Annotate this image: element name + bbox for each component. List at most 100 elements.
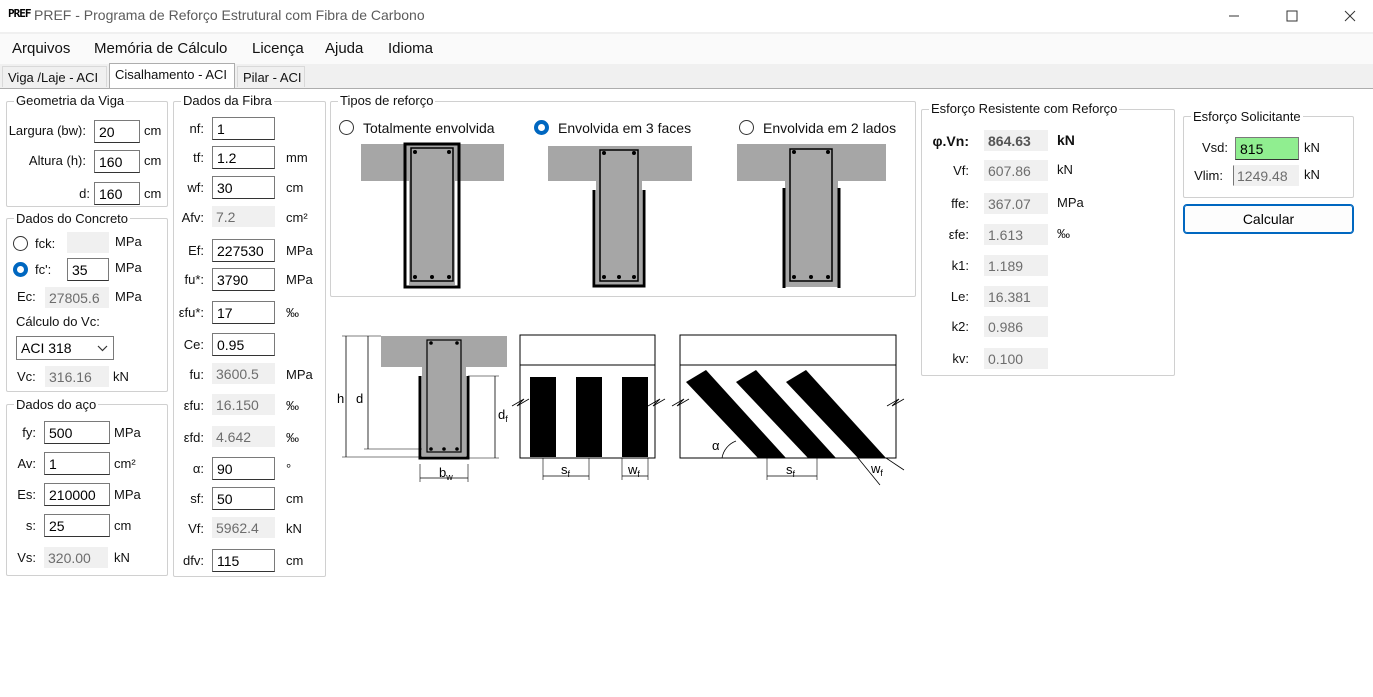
tab-pilar[interactable]: Pilar - ACI (237, 66, 305, 87)
resist-unit-2: MPa (1057, 195, 1084, 210)
fc-unit: MPa (115, 260, 142, 275)
title-bar: PREF PREF - Programa de Reforço Estrutur… (0, 0, 1373, 32)
resist-label-6: k2: (951, 319, 969, 334)
dim-df-label: df (498, 407, 508, 424)
diagram-2-lados (737, 144, 886, 288)
tipo-totalmente-radio[interactable] (339, 120, 354, 135)
tab-viga-laje[interactable]: Viga /Laje - ACI (2, 66, 107, 87)
menu-arquivos[interactable]: Arquivos (12, 40, 71, 57)
tipo-2lados-label: Envolvida em 2 lados (763, 120, 897, 136)
vlim-value: 1249.48 (1233, 165, 1299, 186)
fibra-value-13: 5962.4 (212, 517, 275, 538)
fibra-value-5[interactable]: 3790 (212, 268, 275, 291)
dim-wf-label: wf (627, 462, 640, 479)
fibra-unit-11: ° (286, 461, 292, 476)
close-icon (1344, 10, 1356, 22)
aco-title: Dados do aço (14, 397, 99, 412)
menu-ajuda[interactable]: Ajuda (325, 40, 364, 57)
resist-label-0: φ.Vn: (932, 133, 969, 149)
fy-input[interactable]: 500 (44, 421, 110, 444)
fy-label: fy: (22, 425, 36, 440)
s-unit: cm (114, 518, 132, 533)
resist-label-5: Le: (950, 289, 969, 304)
fibra-value-11[interactable]: 90 (212, 457, 275, 480)
window-title: PREF - Programa de Reforço Estrutural co… (34, 7, 425, 23)
maximize-button[interactable] (1269, 0, 1315, 32)
resistente-title: Esforço Resistente com Reforço (929, 101, 1120, 116)
altura-input[interactable]: 160 (94, 150, 140, 173)
fibra-value-14[interactable]: 115 (212, 549, 275, 572)
resist-label-4: k1: (951, 258, 969, 273)
tipo-3faces-label: Envolvida em 3 faces (558, 120, 692, 136)
close-button[interactable] (1327, 0, 1373, 32)
fc-input[interactable]: 35 (67, 258, 109, 281)
vsd-label: Vsd: (1201, 140, 1228, 155)
av-input[interactable]: 1 (44, 452, 110, 475)
vc-label: Vc: (17, 369, 36, 384)
fibra-label-2: wf: (187, 180, 204, 195)
fibra-unit-3: cm² (286, 210, 308, 225)
menu-licenca[interactable]: Licença (252, 40, 304, 57)
fibra-value-0[interactable]: 1 (212, 117, 275, 140)
diagram-3-faces (548, 146, 692, 288)
menu-idioma[interactable]: Idioma (388, 40, 434, 57)
fibra-unit-1: mm (286, 150, 308, 165)
fy-unit: MPa (114, 425, 141, 440)
resist-value-1: 607.86 (984, 160, 1048, 181)
calc-vc-label: Cálculo do Vc: (16, 314, 100, 329)
menu-memoria-calculo[interactable]: Memória de Cálculo (94, 40, 228, 57)
s-input[interactable]: 25 (44, 514, 110, 537)
d-unit: cm (144, 186, 162, 201)
largura-input[interactable]: 20 (94, 120, 140, 143)
resistente-group (921, 109, 1175, 376)
vsd-input[interactable]: 815 (1235, 137, 1299, 160)
tab-cisalhamento[interactable]: Cisalhamento - ACI (109, 63, 235, 88)
dim-h-label: h (337, 391, 344, 406)
fc-radio[interactable] (13, 262, 28, 277)
fibra-label-13: Vf: (188, 521, 204, 536)
d-label: d: (79, 186, 90, 201)
fibra-label-9: εfu: (183, 398, 204, 413)
fibra-label-12: sf: (190, 491, 204, 506)
resist-value-0: 864.63 (984, 130, 1048, 151)
tipo-2lados-radio[interactable] (739, 120, 754, 135)
vc-value: 316.16 (45, 366, 109, 387)
fibra-value-4[interactable]: 227530 (212, 239, 275, 262)
tipos-diagram (354, 140, 894, 296)
calc-vc-select[interactable]: ACI 318 (16, 336, 114, 360)
diagram-totalmente-envolvida (361, 142, 504, 289)
vs-label: Vs: (17, 550, 36, 565)
resist-label-3: εfe: (948, 227, 969, 242)
fibra-value-10: 4.642 (212, 426, 275, 447)
es-input[interactable]: 210000 (44, 483, 110, 506)
fibra-value-1[interactable]: 1.2 (212, 146, 275, 169)
vs-unit: kN (114, 550, 130, 565)
av-label: Av: (17, 456, 36, 471)
fibra-value-12[interactable]: 50 (212, 487, 275, 510)
dim-wf2-label: wf (870, 461, 883, 478)
vlim-label: Vlim: (1194, 168, 1223, 183)
geometria-title: Geometria da Viga (14, 93, 127, 108)
fibra-unit-12: cm (286, 491, 304, 506)
minimize-button[interactable] (1211, 0, 1257, 32)
calcular-button[interactable]: Calcular (1183, 204, 1354, 234)
s-label: s: (25, 518, 36, 533)
dim-sf2-label: sf (786, 462, 796, 479)
fibra-value-2[interactable]: 30 (212, 176, 275, 199)
ec-label: Ec: (17, 289, 36, 304)
fck-label: fck: (35, 236, 56, 251)
resist-label-2: ffe: (951, 196, 969, 211)
altura-unit: cm (144, 153, 162, 168)
d-input[interactable]: 160 (94, 182, 140, 205)
fibra-title: Dados da Fibra (181, 93, 274, 108)
resist-value-7: 0.100 (984, 348, 1048, 369)
fck-radio[interactable] (13, 236, 28, 251)
tipo-3faces-radio[interactable] (534, 120, 549, 135)
dim-alpha-label: α (712, 438, 720, 453)
fibra-value-6[interactable]: 17 (212, 301, 275, 324)
fibra-value-7[interactable]: 0.95 (212, 333, 275, 356)
resist-unit-3: ‰ (1057, 226, 1070, 241)
fibra-value-9: 16.150 (212, 394, 275, 415)
fibra-label-1: tf: (193, 150, 204, 165)
resist-value-4: 1.189 (984, 255, 1048, 276)
